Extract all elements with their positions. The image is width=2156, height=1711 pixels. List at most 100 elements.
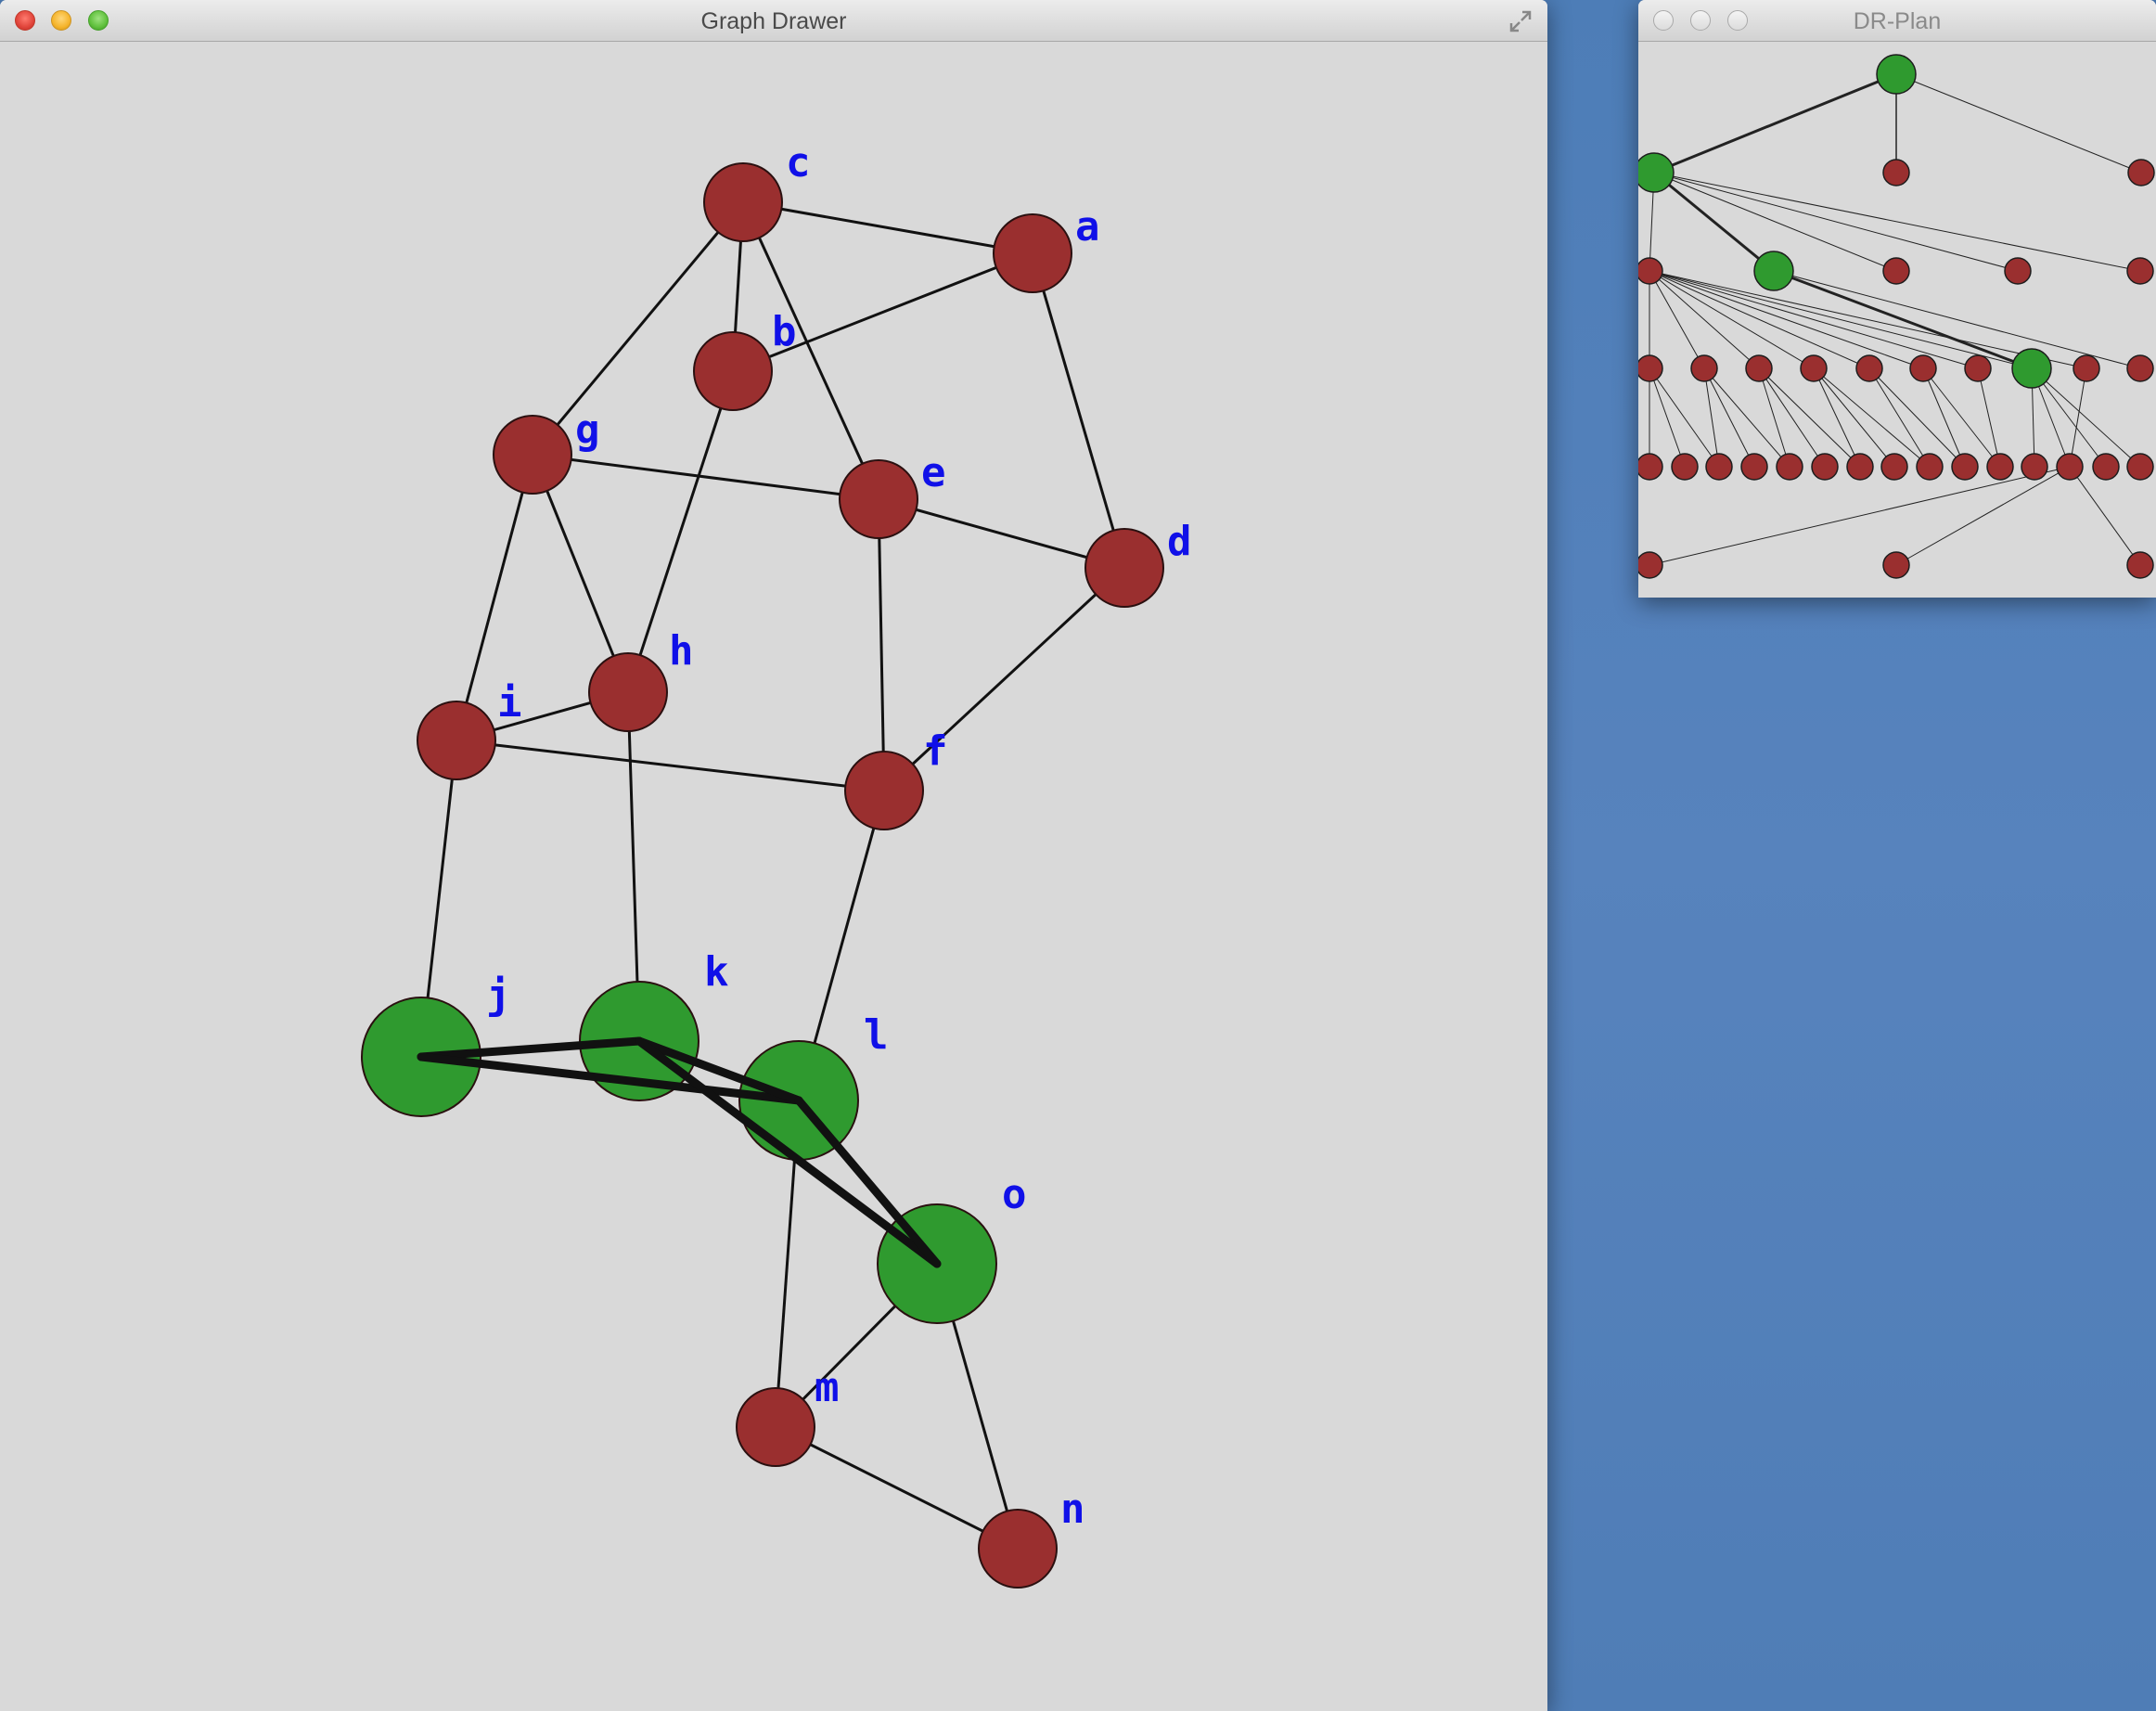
close-button-inactive[interactable] — [1653, 10, 1674, 31]
plan-node[interactable] — [1638, 257, 1663, 285]
plan-node[interactable] — [1800, 354, 1828, 382]
plan-node[interactable] — [1880, 453, 1908, 481]
plan-edge — [1758, 367, 1861, 468]
plan-edge — [1649, 270, 1815, 369]
close-button[interactable] — [15, 10, 35, 31]
plan-edge — [1649, 270, 1870, 369]
edge-g-h[interactable] — [531, 454, 630, 693]
bold-edge-j-k[interactable] — [417, 1036, 644, 1061]
plan-node[interactable] — [1882, 551, 1910, 579]
plan-node[interactable] — [1986, 453, 2014, 481]
plan-node[interactable] — [1776, 453, 1803, 481]
plan-edge — [2031, 367, 2141, 468]
bold-edge-k-l[interactable] — [635, 1036, 803, 1105]
plan-node[interactable] — [1846, 453, 1874, 481]
plan-node[interactable] — [1638, 152, 1675, 193]
plan-node[interactable] — [1753, 251, 1794, 291]
plan-node[interactable] — [1671, 453, 1699, 481]
edge-e-f[interactable] — [877, 498, 886, 791]
edge-g-e[interactable] — [532, 453, 879, 501]
node-n[interactable] — [978, 1509, 1058, 1589]
plan-node[interactable] — [1909, 354, 1937, 382]
edge-m-n[interactable] — [775, 1425, 1019, 1550]
plan-node[interactable] — [2011, 348, 2052, 389]
plan-edge — [1977, 367, 2001, 468]
edge-a-b[interactable] — [732, 251, 1033, 373]
plan-node[interactable] — [1740, 453, 1768, 481]
plan-node[interactable] — [1705, 453, 1733, 481]
node-d[interactable] — [1084, 528, 1164, 608]
plan-node[interactable] — [1876, 54, 1917, 95]
plan-node[interactable] — [2004, 257, 2032, 285]
edge-a-d[interactable] — [1031, 252, 1126, 569]
minimize-button[interactable] — [51, 10, 71, 31]
node-label-f: f — [923, 727, 948, 775]
edge-g-i[interactable] — [455, 454, 534, 741]
edge-c-g[interactable] — [531, 201, 745, 456]
plan-edge — [1813, 367, 1931, 468]
plan-node[interactable] — [1964, 354, 1992, 382]
node-m[interactable] — [736, 1387, 815, 1467]
plan-node[interactable] — [1638, 354, 1663, 382]
plan-node[interactable] — [2126, 257, 2154, 285]
minimize-button-inactive[interactable] — [1690, 10, 1711, 31]
dr-plan-titlebar[interactable]: DR-Plan — [1638, 0, 2156, 42]
node-f[interactable] — [844, 751, 924, 830]
node-label-k: k — [704, 948, 729, 996]
plan-node[interactable] — [1855, 354, 1883, 382]
node-i[interactable] — [417, 701, 496, 780]
edge-c-e[interactable] — [741, 201, 880, 500]
dr-plan-tree[interactable] — [1638, 42, 2156, 598]
edge-e-d[interactable] — [878, 497, 1125, 570]
plan-node[interactable] — [1951, 453, 1979, 481]
zoom-button[interactable] — [88, 10, 109, 31]
node-label-n: n — [1060, 1486, 1085, 1533]
plan-node[interactable] — [1638, 453, 1663, 481]
plan-node[interactable] — [2092, 453, 2120, 481]
plan-node[interactable] — [2126, 551, 2154, 579]
plan-node[interactable] — [1811, 453, 1839, 481]
dr-plan-canvas[interactable] — [1638, 42, 2156, 598]
zoom-button-inactive[interactable] — [1727, 10, 1748, 31]
node-g[interactable] — [493, 415, 572, 495]
edge-b-h[interactable] — [626, 370, 735, 693]
node-b[interactable] — [693, 331, 773, 411]
plan-edge — [1649, 367, 1720, 468]
plan-node[interactable] — [2126, 354, 2154, 382]
plan-node[interactable] — [1745, 354, 1773, 382]
plan-node[interactable] — [2056, 453, 2084, 481]
edge-d-f[interactable] — [882, 566, 1126, 792]
bold-edge-j-l[interactable] — [417, 1052, 803, 1105]
bold-edge-k-o[interactable] — [635, 1036, 942, 1268]
plan-node[interactable] — [1690, 354, 1718, 382]
plan-node[interactable] — [2126, 453, 2154, 481]
dr-plan-window[interactable]: DR-Plan — [1638, 0, 2156, 598]
plan-edge — [1758, 367, 1826, 468]
plan-edge — [2069, 466, 2141, 566]
edge-c-a[interactable] — [742, 200, 1033, 255]
plan-node[interactable] — [1882, 159, 1910, 187]
node-a[interactable] — [993, 213, 1072, 293]
graph-drawer-titlebar[interactable]: Graph Drawer — [0, 0, 1547, 42]
plan-node[interactable] — [2021, 453, 2048, 481]
node-label-c: c — [786, 139, 811, 187]
edge-i-f[interactable] — [456, 739, 885, 792]
node-h[interactable] — [588, 652, 668, 732]
plan-edge — [1653, 171, 1775, 273]
plan-node[interactable] — [1882, 257, 1910, 285]
plan-edge — [1895, 73, 2142, 174]
plan-edge — [1813, 367, 1861, 468]
bold-edge-l-o[interactable] — [794, 1096, 942, 1268]
fullscreen-icon[interactable] — [1508, 9, 1533, 33]
plan-edge — [1703, 367, 1720, 468]
plan-node[interactable] — [2127, 159, 2155, 187]
node-e[interactable] — [839, 459, 918, 539]
plan-node[interactable] — [2073, 354, 2100, 382]
plan-node[interactable] — [1916, 453, 1944, 481]
plan-node[interactable] — [1638, 551, 1663, 579]
node-c[interactable] — [703, 162, 783, 242]
plan-edge — [2031, 367, 2107, 468]
